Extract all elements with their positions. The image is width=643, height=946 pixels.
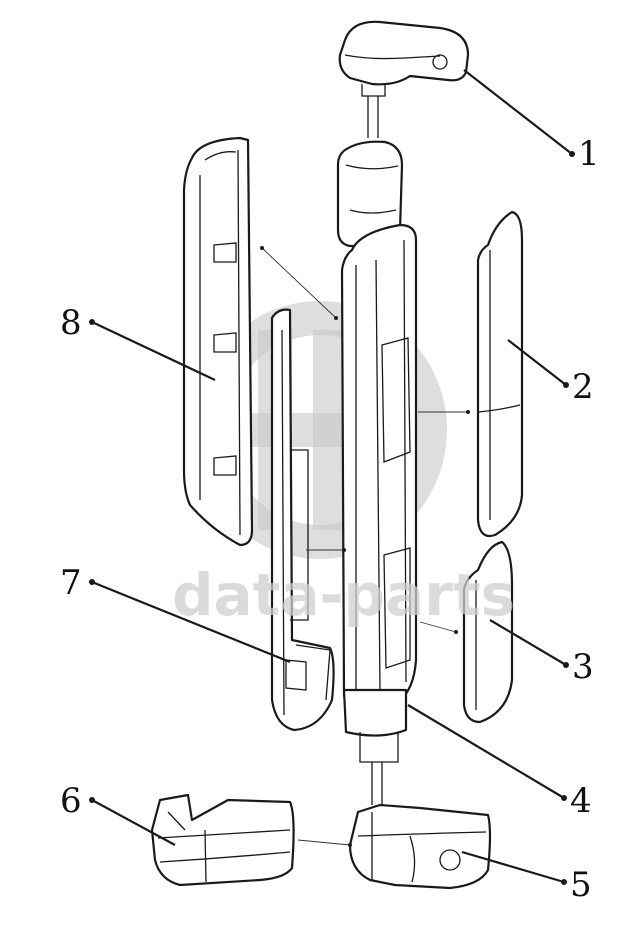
callout-leaders: [89, 69, 575, 885]
callout-8: 8: [60, 303, 82, 343]
callout-3: 3: [572, 647, 594, 687]
part-5-bottom-base: [348, 803, 492, 890]
part-2-upper-cover: [476, 210, 524, 538]
callout-2: 2: [572, 367, 594, 407]
callout-7: 7: [60, 563, 82, 603]
part-6-bottom-left-housing: [150, 793, 295, 887]
part-1-top-cap: [338, 20, 470, 138]
assembly-lines: [260, 246, 470, 847]
watermark-text: data-parts: [172, 561, 515, 629]
callout-4: 4: [570, 781, 592, 821]
part-8-left-panel: [182, 136, 254, 547]
part-3-lower-cover: [462, 540, 514, 724]
part-4-main-column: [340, 223, 418, 805]
part-7-inner-panel: [270, 308, 335, 732]
callout-5: 5: [570, 865, 592, 905]
callout-6: 6: [60, 781, 82, 821]
callout-1: 1: [578, 134, 600, 174]
